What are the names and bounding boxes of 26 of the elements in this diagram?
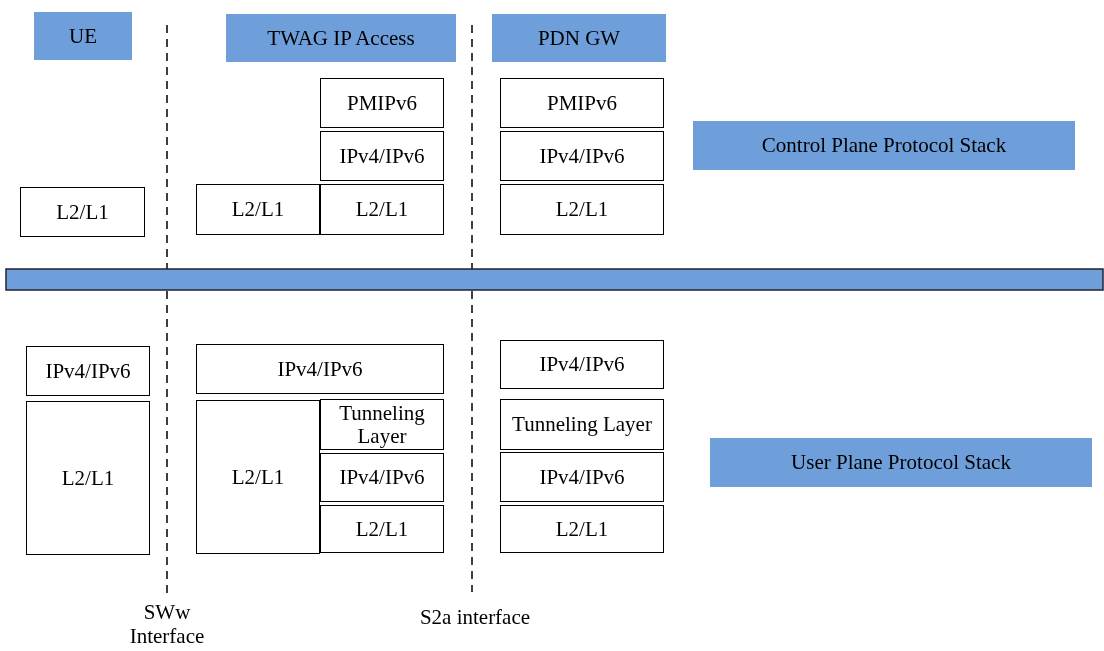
- layer-box: L2/L1: [500, 505, 664, 553]
- layer-box: IPv4/IPv6: [500, 452, 664, 502]
- layer-box: L2/L1: [26, 401, 150, 555]
- layer-box: Tunneling Layer: [500, 399, 664, 450]
- layer-box: L2/L1: [20, 187, 145, 237]
- layer-box: L2/L1: [196, 184, 320, 235]
- header-box: TWAG IP Access: [226, 14, 456, 62]
- header-box: PDN GW: [492, 14, 666, 62]
- layer-box: PMIPv6: [500, 78, 664, 128]
- layer-box: IPv4/IPv6: [26, 346, 150, 396]
- layer-box: L2/L1: [500, 184, 664, 235]
- interface-label: SWw Interface: [128, 600, 206, 649]
- layer-box: Tunneling Layer: [320, 399, 444, 450]
- layer-box: IPv4/IPv6: [320, 453, 444, 502]
- layer-box: L2/L1: [320, 184, 444, 235]
- plane-title-box: User Plane Protocol Stack: [710, 438, 1092, 487]
- layer-box: IPv4/IPv6: [196, 344, 444, 394]
- layer-box: IPv4/IPv6: [320, 131, 444, 181]
- layer-box: PMIPv6: [320, 78, 444, 128]
- layer-box: L2/L1: [320, 505, 444, 553]
- layer-box: IPv4/IPv6: [500, 131, 664, 181]
- plane-title-box: Control Plane Protocol Stack: [693, 121, 1075, 170]
- header-box: UE: [34, 12, 132, 60]
- layer-box: IPv4/IPv6: [500, 340, 664, 389]
- layer-box: L2/L1: [196, 400, 320, 554]
- interface-label: S2a interface: [418, 605, 532, 630]
